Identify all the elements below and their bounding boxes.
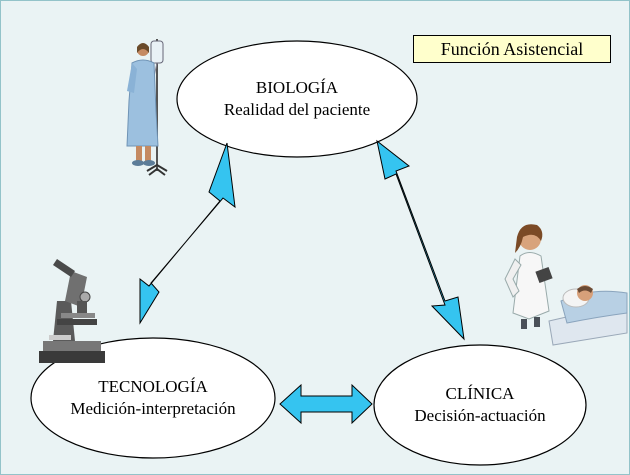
technology-node: TECNOLOGÍA Medición-interpretación [33,368,273,428]
clinic-ellipse [373,344,587,466]
technology-ellipse [30,337,276,459]
technology-subtitle: Medición-interpretación [70,399,236,418]
clinic-node: CLÍNICA Decisión-actuación [380,375,580,435]
biology-subtitle: Realidad del paciente [223,100,371,119]
clinic-subtitle: Decisión-actuación [414,406,546,425]
doctor-and-patient-in-bed-icon [504,224,628,346]
patient-with-iv-icon [126,39,168,176]
clinic-title: CLÍNICA [445,384,515,403]
technology-title: TECNOLOGÍA [98,377,208,396]
biology-title: BIOLOGÍA [255,78,339,97]
biology-node: BIOLOGÍA Realidad del paciente [197,69,397,129]
microscope-icon [39,259,105,363]
function-label: Función Asistencial [413,35,611,63]
arrow-biology-clinic [376,139,465,341]
biology-ellipse [176,40,418,158]
arrow-biology-technology [139,142,236,325]
arrow-technology-clinic [279,383,373,425]
